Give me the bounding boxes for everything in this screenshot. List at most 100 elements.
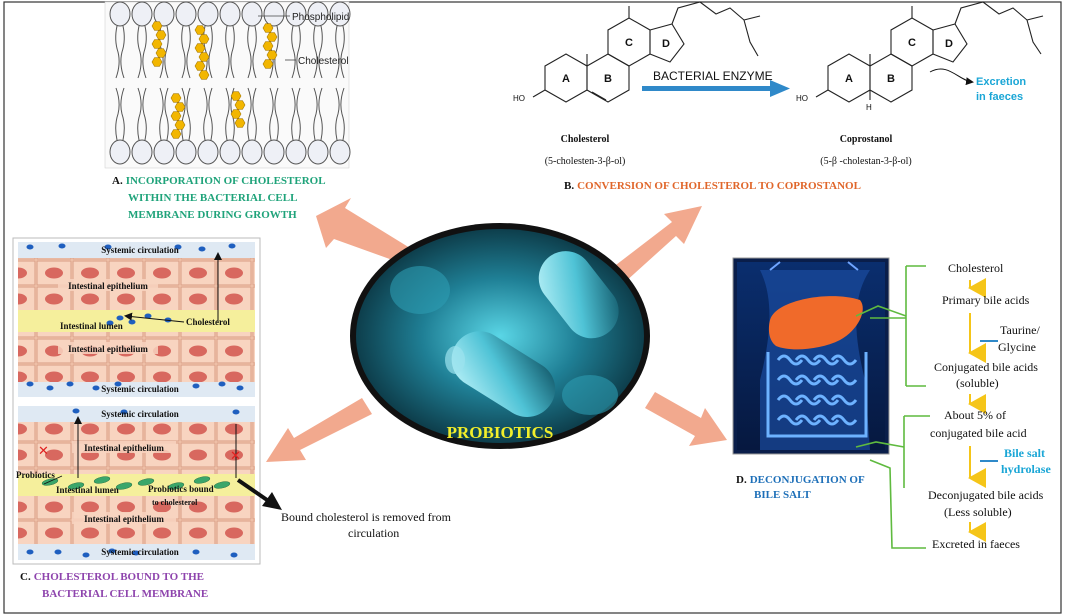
panel-d-caption-line: DECONJUGATION OF xyxy=(750,474,865,486)
ho-label: HO xyxy=(796,94,808,103)
probiotic-bacterium xyxy=(213,481,231,489)
cholesterol-molecule xyxy=(198,52,210,62)
phospholipid-head xyxy=(109,139,131,165)
intestine-coil xyxy=(794,374,822,386)
intestinal-epithelium-label: Intestinal epithelium xyxy=(84,443,164,453)
panel-c-caption-line: BACTERIAL CELL MEMBRANE xyxy=(42,588,208,600)
intestinal-lumen-label: Intestinal lumen xyxy=(60,321,123,331)
phospholipid-head xyxy=(263,139,285,165)
intestine-coil xyxy=(812,414,840,426)
phospholipid-head xyxy=(109,1,131,27)
cholesterol-dot xyxy=(114,381,122,387)
cholesterol-molecule xyxy=(194,43,206,53)
intestinal-epithelium-label: Intestinal epithelium xyxy=(84,514,164,524)
cholesterol-dot xyxy=(128,319,136,325)
panel-c-caption: C.CHOLESTEROL BOUND TO THE BACTERIAL CEL… xyxy=(20,571,208,600)
phospholipid-head xyxy=(131,1,153,27)
ring-label: A xyxy=(845,73,853,85)
lipid-tail xyxy=(313,25,323,79)
intestine-coil xyxy=(830,374,858,386)
cholesterol-molecule xyxy=(198,70,210,80)
phospholipid-head xyxy=(197,1,219,27)
phospholipid-head xyxy=(285,1,307,27)
svg-text:Bile salt hydrolase: Bile salt hydrolase xyxy=(1001,446,1051,476)
cholesterol-molecule xyxy=(170,93,182,103)
intestine-coil xyxy=(830,354,858,366)
cholesterol-dot xyxy=(108,548,116,554)
arrow-to-panel-b xyxy=(612,206,702,282)
panel-a-caption-line: WITHIN THE BACTERIAL CELL xyxy=(128,192,297,204)
flow-step-conjugated: (soluble) xyxy=(956,376,999,390)
systemic-circulation-label: Systemic circulation xyxy=(101,547,179,557)
phospholipid-head xyxy=(153,139,175,165)
bound-label: Probiotics bound xyxy=(148,484,214,494)
flow-step-conjugated: Conjugated bile acids xyxy=(934,360,1038,374)
probiotic-bacterium xyxy=(41,478,59,486)
lipid-tail xyxy=(291,87,301,141)
panel-b-reaction xyxy=(532,1,1044,103)
cholesterol-molecule xyxy=(234,100,246,110)
panel-a-caption-line: MEMBRANE DURING GROWTH xyxy=(128,209,297,221)
probiotic-bacterium xyxy=(67,482,85,490)
panel-b-caption-text: CONVERSION OF CHOLESTEROL TO COPROSTANOL xyxy=(577,180,861,192)
intestine-coil xyxy=(776,374,804,386)
bound-label: to cholesterol xyxy=(152,498,198,507)
flow-taurine: Glycine xyxy=(998,340,1036,354)
cholesterol-dot xyxy=(106,320,114,326)
lipid-tail xyxy=(137,87,147,141)
cholesterol-molecule xyxy=(174,102,186,112)
panel-c-bottom-box: ✕ ✕ xyxy=(18,406,255,560)
arrow-to-panel-c xyxy=(266,398,372,462)
systemic-circulation-label: Systemic circulation xyxy=(101,409,179,419)
cholesterol-molecule xyxy=(230,91,242,101)
flow-step-primary: Primary bile acids xyxy=(942,293,1030,307)
bacterium-rod xyxy=(451,331,556,417)
intestine-coil xyxy=(812,354,840,366)
cholesterol-molecule xyxy=(198,34,210,44)
cholesterol-iupac: (5-cholesten-3-β-ol) xyxy=(545,156,626,167)
flow-step-cholesterol: Cholesterol xyxy=(948,261,1004,275)
panel-a-caption: A.INCORPORATION OF CHOLESTEROL WITHIN TH… xyxy=(112,175,326,221)
cholesterol-molecule xyxy=(194,61,206,71)
flow-hydrolase: hydrolase xyxy=(1001,462,1051,476)
cholesterol-molecule xyxy=(230,109,242,119)
enzyme-arrow xyxy=(642,80,790,97)
panel-d-body-image xyxy=(732,257,890,455)
intestine-coil xyxy=(812,374,840,386)
intestine-coil xyxy=(812,394,840,406)
phospholipid-head xyxy=(175,1,197,27)
cholesterol-dot xyxy=(104,244,112,250)
svg-text:C.CHOLESTEROL BOUND TO THE: C.CHOLESTEROL BOUND TO THE xyxy=(20,571,204,583)
flow-step-excreted: Excreted in faeces xyxy=(932,537,1020,551)
svg-text:Excretion in faeces: Excretion in faeces xyxy=(976,76,1029,103)
intestine-coil xyxy=(776,354,804,366)
arrow-to-panel-d xyxy=(645,392,727,446)
panel-a-caption-line: INCORPORATION OF CHOLESTEROL xyxy=(126,175,326,187)
lipid-tail xyxy=(159,87,169,141)
probiotic-bacterium xyxy=(167,482,185,490)
lipid-tail xyxy=(137,25,147,79)
cholesterol-molecule xyxy=(262,23,274,33)
lipid-tail xyxy=(181,87,191,141)
panel-a-membrane-image: Phospholipid Cholesterol xyxy=(104,1,351,169)
intestinal-epithelium-label: Intestinal epithelium xyxy=(68,344,148,354)
intestine-coil xyxy=(776,394,804,406)
bacterium-rod xyxy=(538,251,619,339)
coprostanol-iupac: (5-β -cholestan-3-β-ol) xyxy=(820,156,912,167)
cholesterol-dot xyxy=(66,381,74,387)
intestine-coil xyxy=(794,394,822,406)
cholesterol-dot xyxy=(144,313,152,319)
cholesterol-dot xyxy=(228,243,236,249)
cholesterol-molecule xyxy=(174,120,186,130)
phospholipid-head xyxy=(241,1,263,27)
cholesterol-dot xyxy=(46,385,54,391)
phospholipid-head xyxy=(197,139,219,165)
cholesterol-dot xyxy=(26,244,34,250)
phospholipid-head xyxy=(329,139,351,165)
phospholipid-head xyxy=(219,1,241,27)
svg-text:Deconjugated bile acids: Deconjugated bile acids (Less soluble) xyxy=(928,488,1046,519)
excretion-arrow xyxy=(929,68,974,86)
cholesterol-dot xyxy=(72,408,80,414)
panel-c-letter: C. xyxy=(20,571,31,583)
